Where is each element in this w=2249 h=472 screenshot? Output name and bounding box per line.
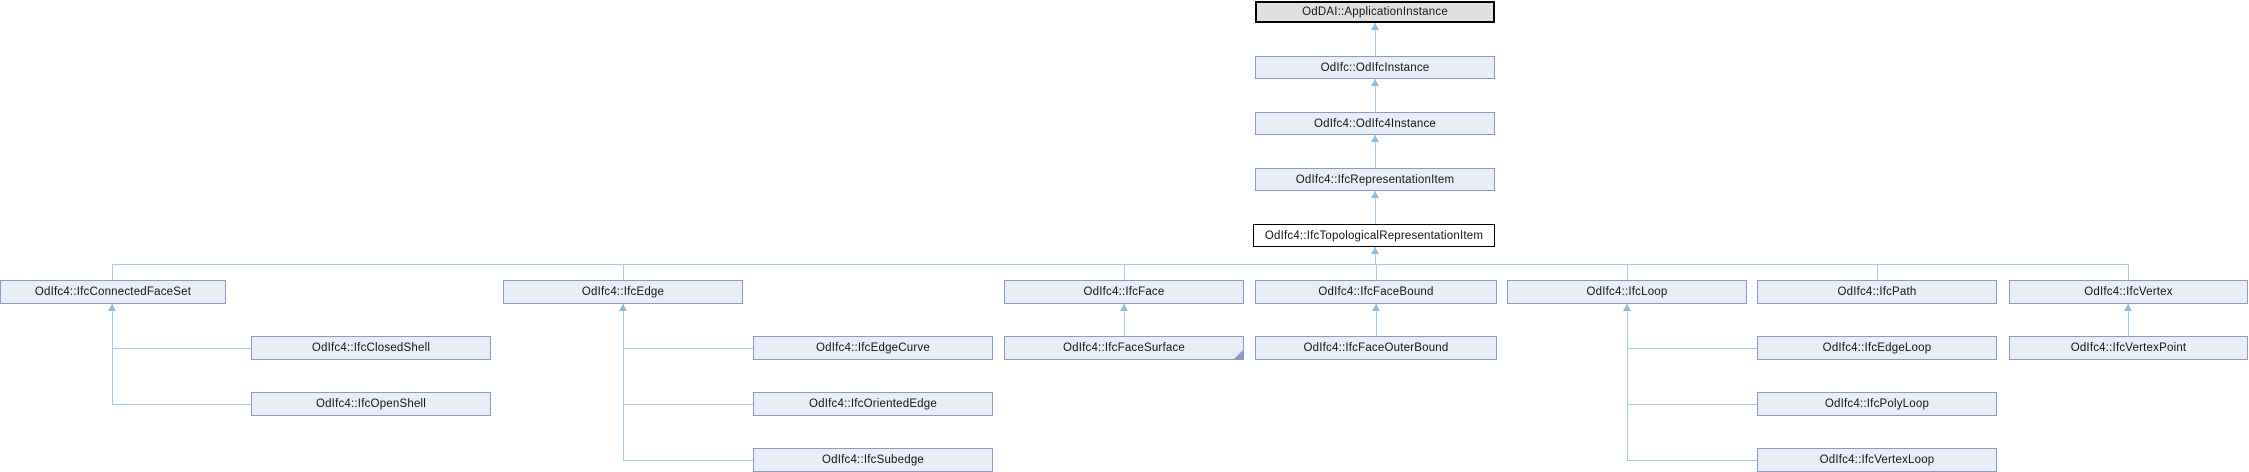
- inheritance-connector-line: [623, 304, 624, 460]
- class-node-label: OdIfc4::OdIfc4Instance: [1313, 117, 1437, 130]
- inheritance-connector-line: [1627, 460, 1757, 461]
- class-node-odifc4-ifc-representation-item[interactable]: OdIfc4::IfcRepresentationItem: [1255, 168, 1495, 191]
- inheritance-arrow-icon: [1371, 79, 1379, 86]
- class-node-label: OdIfc4::IfcEdgeLoop: [1822, 342, 1932, 354]
- inheritance-connector-line: [1375, 247, 1376, 264]
- class-node-odifc4-ifc-loop[interactable]: OdIfc4::IfcLoop: [1507, 280, 1747, 304]
- class-node-label: OdIfc4::IfcFaceBound: [1318, 286, 1434, 298]
- class-node-odifc4-ifc-closed-shell[interactable]: OdIfc4::IfcClosedShell: [251, 336, 491, 360]
- inheritance-connector-line: [1627, 404, 1757, 405]
- inheritance-arrow-icon: [1371, 247, 1379, 254]
- inheritance-connector-line: [1375, 191, 1376, 224]
- class-node-label: OdIfc4::IfcFaceSurface: [1062, 342, 1185, 354]
- class-node-label: OdIfc4::IfcPolyLoop: [1824, 398, 1930, 410]
- inheritance-connector-line: [1627, 348, 1757, 349]
- inheritance-connector-line: [1627, 304, 1628, 460]
- class-node-label: OdIfc4::IfcEdgeCurve: [816, 342, 930, 354]
- inheritance-connector-line: [623, 460, 753, 461]
- class-node-label: OdIfc4::IfcTopologicalRepresentationItem: [1264, 229, 1484, 242]
- class-node-odifc4-odifc4-instance[interactable]: OdIfc4::OdIfc4Instance: [1255, 112, 1495, 135]
- inheritance-connector-line: [1375, 23, 1376, 56]
- class-node-odifc4-ifc-open-shell[interactable]: OdIfc4::IfcOpenShell: [251, 392, 491, 416]
- class-node-odifc4-ifc-connected-face-set[interactable]: OdIfc4::IfcConnectedFaceSet: [0, 280, 226, 304]
- class-node-label: OdIfc4::IfcPath: [1837, 286, 1917, 298]
- class-node-label: OdIfc4::IfcVertexPoint: [2070, 342, 2187, 354]
- inheritance-connector-line: [112, 304, 113, 404]
- inheritance-connector-line: [1375, 135, 1376, 168]
- class-node-label: OdIfc4::IfcVertexLoop: [1819, 454, 1935, 466]
- class-node-label: OdIfc4::IfcFaceOuterBound: [1303, 342, 1449, 354]
- inheritance-arrow-icon: [1120, 304, 1128, 311]
- class-node-label: OdIfc4::IfcOpenShell: [315, 398, 427, 410]
- class-node-label: OdIfc4::IfcEdge: [581, 286, 665, 298]
- inheritance-connector-line: [1375, 79, 1376, 112]
- class-node-odifc4-ifc-poly-loop[interactable]: OdIfc4::IfcPolyLoop: [1757, 392, 1997, 416]
- class-node-odifc4-ifc-face-outer-bound[interactable]: OdIfc4::IfcFaceOuterBound: [1255, 336, 1497, 360]
- class-node-label: OdDAI::ApplicationInstance: [1302, 6, 1448, 18]
- inheritance-connector-line: [623, 404, 753, 405]
- class-node-label: OdIfc4::IfcSubedge: [821, 454, 925, 466]
- more-subclasses-fold-icon: [1234, 350, 1243, 359]
- inheritance-arrow-icon: [1371, 135, 1379, 142]
- inheritance-arrow-icon: [1371, 23, 1379, 30]
- class-node-odifc4-ifc-vertex-loop[interactable]: OdIfc4::IfcVertexLoop: [1757, 448, 1997, 472]
- inheritance-connector-line: [112, 404, 251, 405]
- inheritance-arrow-icon: [1623, 304, 1631, 311]
- inheritance-connector-line: [1376, 264, 1377, 280]
- class-node-odifc4-ifc-edge[interactable]: OdIfc4::IfcEdge: [503, 280, 743, 304]
- class-node-odifc4-ifc-face-surface[interactable]: OdIfc4::IfcFaceSurface: [1004, 336, 1244, 360]
- class-node-odifc-odifc-instance[interactable]: OdIfc::OdIfcInstance: [1255, 56, 1495, 79]
- class-node-odifc4-ifc-edge-curve[interactable]: OdIfc4::IfcEdgeCurve: [753, 336, 993, 360]
- inheritance-connector-line: [112, 264, 2128, 265]
- inheritance-connector-line: [112, 264, 113, 280]
- inheritance-connector-line: [1124, 304, 1125, 336]
- class-node-label: OdIfc4::IfcConnectedFaceSet: [34, 286, 192, 298]
- class-node-odifc4-ifc-vertex-point[interactable]: OdIfc4::IfcVertexPoint: [2009, 336, 2248, 360]
- inheritance-arrow-icon: [1372, 304, 1380, 311]
- inheritance-connector-line: [1376, 304, 1377, 336]
- inheritance-arrow-icon: [619, 304, 627, 311]
- inheritance-connector-line: [623, 264, 624, 280]
- inheritance-connector-line: [1877, 264, 1878, 280]
- class-node-label: OdIfc4::IfcVertex: [2084, 286, 2173, 298]
- inheritance-connector-line: [1627, 264, 1628, 280]
- class-node-odifc4-ifc-face-bound[interactable]: OdIfc4::IfcFaceBound: [1255, 280, 1497, 304]
- inheritance-connector-line: [112, 348, 251, 349]
- class-node-oddai-application-instance: OdDAI::ApplicationInstance: [1255, 1, 1495, 23]
- class-node-odifc4-ifc-face[interactable]: OdIfc4::IfcFace: [1004, 280, 1244, 304]
- inheritance-connector-line: [2128, 264, 2129, 280]
- class-node-label: OdIfc4::IfcRepresentationItem: [1295, 173, 1455, 186]
- class-node-label: OdIfc4::IfcOrientedEdge: [809, 398, 937, 410]
- class-node-odifc4-ifc-edge-loop[interactable]: OdIfc4::IfcEdgeLoop: [1757, 336, 1997, 360]
- class-node-label: OdIfc4::IfcFace: [1083, 286, 1165, 298]
- inheritance-arrow-icon: [2124, 304, 2132, 311]
- inheritance-arrow-icon: [1371, 191, 1379, 198]
- class-node-label: OdIfc4::IfcLoop: [1586, 286, 1668, 298]
- class-node-odifc4-ifc-subedge[interactable]: OdIfc4::IfcSubedge: [753, 448, 993, 472]
- inheritance-connector-line: [1124, 264, 1125, 280]
- class-node-odifc4-ifc-path[interactable]: OdIfc4::IfcPath: [1757, 280, 1997, 304]
- inheritance-connector-line: [623, 348, 753, 349]
- class-node-odifc4-ifc-oriented-edge[interactable]: OdIfc4::IfcOrientedEdge: [753, 392, 993, 416]
- class-node-label: OdIfc4::IfcClosedShell: [311, 342, 431, 354]
- class-node-odifc4-ifc-vertex[interactable]: OdIfc4::IfcVertex: [2009, 280, 2248, 304]
- inheritance-connector-line: [2128, 304, 2129, 336]
- class-node-odifc4-ifc-topological-representation-item: OdIfc4::IfcTopologicalRepresentationItem: [1253, 224, 1495, 247]
- class-node-label: OdIfc::OdIfcInstance: [1320, 61, 1430, 74]
- inheritance-arrow-icon: [108, 304, 116, 311]
